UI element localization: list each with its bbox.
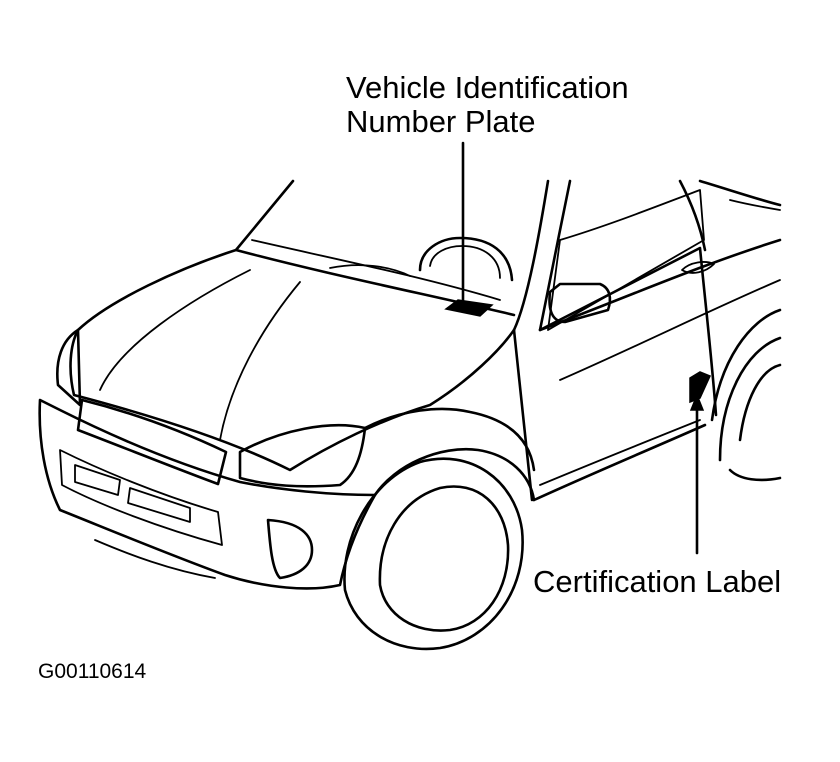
rear-wheel-arch xyxy=(710,308,782,422)
figure-id: G00110614 xyxy=(38,660,147,683)
rear-door-edge xyxy=(678,179,782,252)
hood-outline xyxy=(69,248,516,472)
door-handle xyxy=(681,261,715,274)
front-tire-outer xyxy=(343,457,524,651)
far-mirror-inner xyxy=(429,245,501,279)
certification-label-text: Certification Label xyxy=(533,564,782,599)
certification-label-marker xyxy=(689,371,712,404)
door-window xyxy=(547,189,705,331)
front-bumper xyxy=(38,398,377,590)
bumper-slot-1 xyxy=(74,464,121,496)
vin-plate-label-line2: Number Plate xyxy=(346,104,536,139)
front-wheel-arch xyxy=(373,447,536,502)
hood-bulge xyxy=(329,264,411,277)
hood-crease-right xyxy=(219,281,301,441)
front-tire-inner xyxy=(378,485,510,632)
fog-light xyxy=(266,518,314,580)
vin-plate-marker xyxy=(444,299,494,317)
vin-plate-label-line1: Vehicle Identification xyxy=(346,70,629,105)
vin-plate-label: Vehicle Identification Number Plate xyxy=(346,71,629,139)
bumper-slot-2 xyxy=(127,487,191,523)
rocker-panel xyxy=(532,423,707,502)
far-mirror xyxy=(418,236,514,282)
windshield-inner xyxy=(251,239,501,301)
belt-line xyxy=(538,238,782,332)
bumper-intake xyxy=(59,449,223,546)
left-headlight xyxy=(56,328,82,407)
headlight xyxy=(238,423,367,488)
rear-tire xyxy=(718,336,782,482)
door-bottom xyxy=(539,419,701,486)
windshield-frame xyxy=(234,179,550,332)
grille xyxy=(76,398,228,486)
door-mirror xyxy=(548,282,612,324)
hood-crease-left xyxy=(99,269,251,391)
bumper-lower-lip xyxy=(94,539,216,579)
body-crease xyxy=(559,279,781,381)
a-pillar xyxy=(512,328,534,502)
certification-arrow-head xyxy=(689,392,705,411)
rear-window xyxy=(729,199,781,211)
